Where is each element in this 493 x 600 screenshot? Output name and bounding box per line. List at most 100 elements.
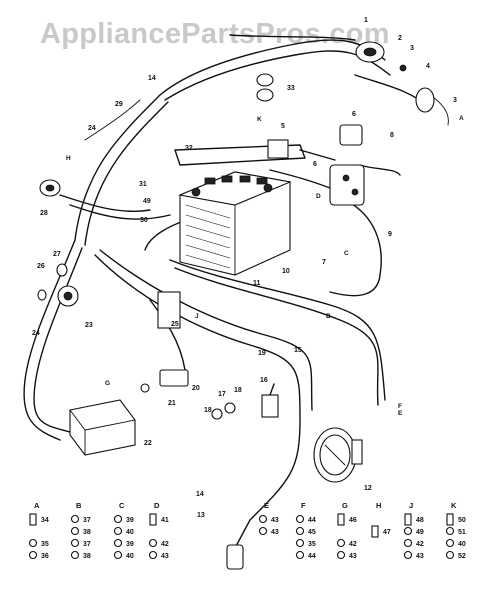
callout-13: 13 — [197, 512, 205, 519]
part-6-solenoid — [329, 124, 365, 206]
hardware-k-glyph — [445, 538, 455, 548]
callout-31: 31 — [139, 181, 147, 188]
hardware-j-glyph — [404, 513, 412, 526]
hardware-g-glyph — [337, 513, 345, 526]
part-5-block — [267, 139, 289, 159]
hardware-j-ref: 43 — [416, 553, 424, 560]
callout-17: 17 — [218, 391, 226, 398]
part-27-clip — [56, 263, 68, 277]
part-33-connector — [256, 73, 274, 102]
hardware-g-ref: 46 — [349, 517, 357, 524]
letter-E: E — [398, 410, 403, 417]
hold-down-bar — [174, 144, 306, 166]
hardware-group-b-header: B — [76, 501, 82, 510]
hardware-group-f-header: F — [301, 501, 306, 510]
part-22-regulator — [69, 399, 136, 456]
callout-18: 18 — [204, 407, 212, 414]
callout-6b: 6 — [313, 161, 317, 168]
hardware-a-glyph — [28, 538, 38, 548]
part-20-switch — [159, 369, 189, 387]
letter-G: G — [105, 380, 110, 387]
hardware-b-glyph — [70, 526, 80, 536]
hardware-c-glyph — [113, 538, 123, 548]
hardware-a-ref: 35 — [41, 541, 49, 548]
part-26-switch — [57, 285, 79, 307]
hardware-group-d-header: D — [154, 501, 160, 510]
hardware-c-glyph — [113, 550, 123, 560]
hardware-k-glyph — [446, 513, 454, 526]
callout-labels: 1 2 3 4 3 5 6 6 7 8 9 10 11 12 13 14 14 … — [32, 17, 457, 519]
callout-28: 28 — [40, 210, 48, 217]
hardware-c-ref: 40 — [126, 553, 134, 560]
part-3-terminal — [415, 87, 435, 113]
callout-1: 1 — [364, 17, 368, 24]
letter-H: H — [66, 155, 71, 162]
hardware-k-ref: 51 — [458, 529, 466, 536]
part-13-plug — [226, 544, 244, 570]
hardware-d-ref: 41 — [161, 517, 169, 524]
hardware-b-glyph — [70, 550, 80, 560]
hardware-g-ref: 42 — [349, 541, 357, 548]
hardware-d-glyph — [148, 550, 158, 560]
callout-21: 21 — [168, 400, 176, 407]
battery — [178, 171, 292, 276]
part-18-washer — [211, 408, 223, 420]
hardware-j-ref: 42 — [416, 541, 424, 548]
callout-2: 2 — [398, 35, 402, 42]
hardware-a-ref: 34 — [41, 517, 49, 524]
callout-19: 19 — [258, 350, 266, 357]
callout-25: 25 — [171, 321, 179, 328]
hardware-f-ref: 35 — [308, 541, 316, 548]
callout-29: 29 — [115, 101, 123, 108]
connection-letters: A B C D E F G H J K — [66, 115, 464, 417]
callout-11: 11 — [253, 280, 261, 287]
hardware-c-glyph — [113, 526, 123, 536]
hardware-f-ref: 44 — [308, 553, 316, 560]
callout-32: 32 — [185, 145, 193, 152]
hardware-group-k-header: K — [451, 501, 457, 510]
part-17-nut — [224, 402, 236, 414]
letter-A: A — [459, 115, 464, 122]
callout-5: 5 — [281, 123, 285, 130]
hardware-h-ref: 47 — [383, 529, 391, 536]
callout-33: 33 — [287, 85, 295, 92]
hardware-c-ref: 40 — [126, 529, 134, 536]
hardware-group-g-header: G — [342, 501, 348, 510]
hardware-f-glyph — [295, 526, 305, 536]
hardware-c-ref: 39 — [126, 541, 134, 548]
callout-6: 6 — [352, 111, 356, 118]
hardware-a-ref: 36 — [41, 553, 49, 560]
hardware-group-c-header: C — [119, 501, 125, 510]
hardware-c-ref: 39 — [126, 517, 134, 524]
hardware-k-ref: 40 — [458, 541, 466, 548]
hardware-a-glyph — [29, 513, 37, 526]
callout-14: 14 — [148, 75, 156, 82]
hardware-g-ref: 43 — [349, 553, 357, 560]
hardware-g-glyph — [336, 550, 346, 560]
callout-23: 23 — [85, 322, 93, 329]
hardware-b-ref: 37 — [83, 517, 91, 524]
part-5-clip — [37, 289, 47, 301]
wire-harness — [23, 34, 449, 549]
hardware-j-glyph — [403, 526, 413, 536]
part-12-gauge — [313, 427, 363, 483]
hardware-j-glyph — [403, 550, 413, 560]
letter-C: C — [344, 250, 349, 257]
letter-F: F — [398, 403, 402, 410]
callout-30: 30 — [140, 217, 148, 224]
callout-3: 3 — [410, 45, 414, 52]
hardware-b-glyph — [70, 538, 80, 548]
hardware-j-ref: 48 — [416, 517, 424, 524]
hardware-group-e-header: E — [264, 501, 269, 510]
hardware-f-ref: 45 — [308, 529, 316, 536]
hardware-kit-table: A343536B37383738C39403940D414243E4343F44… — [28, 501, 466, 560]
callout-9: 9 — [388, 231, 392, 238]
hardware-j-ref: 49 — [416, 529, 424, 536]
part-28-sensor — [39, 179, 61, 197]
hardware-k-glyph — [445, 550, 455, 560]
hardware-group-a-header: A — [34, 501, 40, 510]
hardware-d-glyph — [149, 513, 157, 526]
callout-4: 4 — [426, 63, 430, 70]
hardware-d-ref: 43 — [161, 553, 169, 560]
